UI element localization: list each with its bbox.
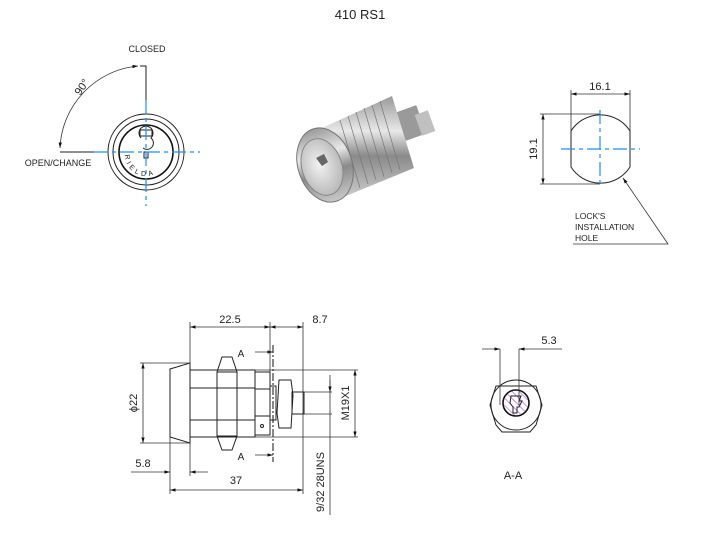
note-line-3: HOLE xyxy=(575,233,598,243)
thread-stud: 9/32 28UNS xyxy=(315,452,327,512)
closed-leader xyxy=(140,65,147,100)
height-value: 19.1 xyxy=(528,138,540,159)
cap xyxy=(169,362,191,444)
hole-leader xyxy=(573,177,669,245)
front-view: CLOSED OPEN/CHANGE 90° RIELDA xyxy=(25,44,200,206)
brand-lettering: RIELDA xyxy=(123,154,157,178)
rotation-arc xyxy=(58,64,139,149)
stud-nut xyxy=(276,379,294,429)
threaded-stud xyxy=(291,391,305,415)
dim-stud: 8.7 xyxy=(312,314,327,326)
hole-outline xyxy=(570,114,631,184)
width-value: 16.1 xyxy=(589,81,610,93)
note-line-2: INSTALLATION xyxy=(575,222,634,232)
note-line-1: LOCK'S xyxy=(575,211,606,221)
hex-nut xyxy=(216,356,238,451)
lock-3d-render xyxy=(296,96,436,203)
dim-total: 37 xyxy=(230,475,242,487)
thread-body: M19X1 xyxy=(340,386,352,421)
dim-diameter: ϕ22 xyxy=(128,394,140,412)
side-view: A A 22.5 8.7 ϕ22 5.8 37 M19X1 9/32 28UNS xyxy=(128,314,358,515)
section-view: 5.3 A-A xyxy=(482,335,562,482)
dim-section-width: 5.3 xyxy=(541,335,556,347)
keyway-section-icon xyxy=(509,395,523,414)
open-change-label: OPEN/CHANGE xyxy=(25,158,92,168)
section-label: A-A xyxy=(504,470,523,482)
dim-body: 22.5 xyxy=(219,314,240,326)
body xyxy=(189,369,256,438)
section-mark-bottom: A xyxy=(238,452,245,463)
section-hatch xyxy=(504,391,528,415)
installation-hole-view: 16.1 19.1 LOCK'S INSTALLATION HOLE xyxy=(528,81,669,245)
section-mark-top: A xyxy=(238,349,245,360)
dim-cap: 5.8 xyxy=(135,458,150,470)
closed-label: CLOSED xyxy=(128,44,166,54)
drawing-title: 410 RS1 xyxy=(335,7,386,22)
